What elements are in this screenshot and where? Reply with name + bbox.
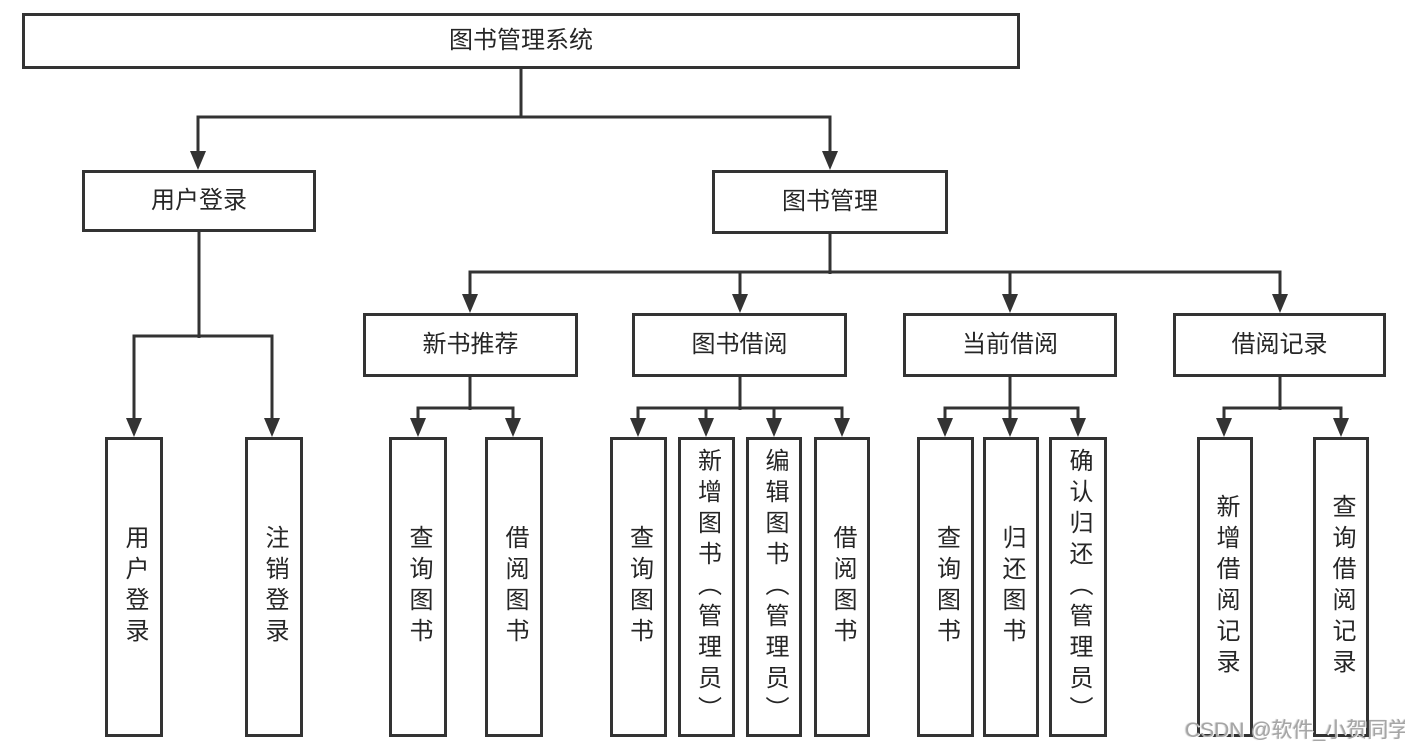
leaf-add-borrow-record-label: 新增借阅记录: [1212, 494, 1239, 680]
node-new-book-recommend-label: 新书推荐: [422, 331, 519, 358]
leaf-query-borrow-record-label: 查询借阅记录: [1328, 494, 1355, 680]
leaf-logout: 注销登录: [245, 437, 303, 737]
node-book-borrowing-label: 图书借阅: [691, 331, 788, 358]
node-user-login-label: 用户登录: [151, 187, 247, 214]
node-user-login: 用户登录: [82, 170, 316, 232]
leaf-confirm-return-admin: 确认归还（管理员）: [1049, 437, 1107, 737]
node-borrowing-records-label: 借阅记录: [1231, 331, 1328, 358]
leaf-user-login-label: 用户登录: [121, 525, 148, 649]
node-library-management-system-label: 图书管理系统: [449, 27, 593, 54]
leaf-query-books-borrowing-label: 查询图书: [625, 525, 653, 649]
leaf-return-books-label: 归还图书: [998, 525, 1025, 649]
leaf-add-books-admin: 新增图书（管理员）: [678, 437, 735, 737]
node-book-borrowing: 图书借阅: [632, 313, 847, 377]
leaf-return-books: 归还图书: [983, 437, 1039, 737]
node-borrowing-records: 借阅记录: [1173, 313, 1386, 377]
node-current-borrowing-label: 当前借阅: [962, 331, 1058, 358]
node-library-management-system: 图书管理系统: [22, 13, 1020, 69]
leaf-user-login: 用户登录: [105, 437, 163, 737]
leaf-borrow-books-borrowing-label: 借阅图书: [829, 525, 856, 649]
leaf-add-books-admin-label: 新增图书（管理员）: [693, 447, 721, 727]
leaf-borrow-books-recommend: 借阅图书: [485, 437, 543, 737]
leaf-query-books-current: 查询图书: [917, 437, 974, 737]
leaf-logout-label: 注销登录: [261, 525, 288, 649]
leaf-query-books-current-label: 查询图书: [932, 525, 960, 649]
leaf-edit-books-admin-label: 编辑图书（管理员）: [761, 447, 788, 727]
leaf-confirm-return-admin-label: 确认归还（管理员）: [1065, 447, 1092, 727]
leaf-query-books-recommend-label: 查询图书: [405, 525, 432, 649]
leaf-borrow-books-borrowing: 借阅图书: [814, 437, 870, 737]
watermark: CSDN @软件_小贺同学: [1185, 719, 1405, 742]
leaf-add-borrow-record: 新增借阅记录: [1197, 437, 1253, 737]
node-book-management: 图书管理: [712, 170, 948, 234]
node-current-borrowing: 当前借阅: [903, 313, 1117, 377]
node-new-book-recommend: 新书推荐: [363, 313, 578, 377]
leaf-borrow-books-recommend-label: 借阅图书: [501, 525, 528, 649]
leaf-query-books-borrowing: 查询图书: [610, 437, 667, 737]
leaf-query-borrow-record: 查询借阅记录: [1313, 437, 1369, 737]
node-book-management-label: 图书管理: [782, 188, 878, 215]
leaf-query-books-recommend: 查询图书: [389, 437, 447, 737]
leaf-edit-books-admin: 编辑图书（管理员）: [746, 437, 802, 737]
